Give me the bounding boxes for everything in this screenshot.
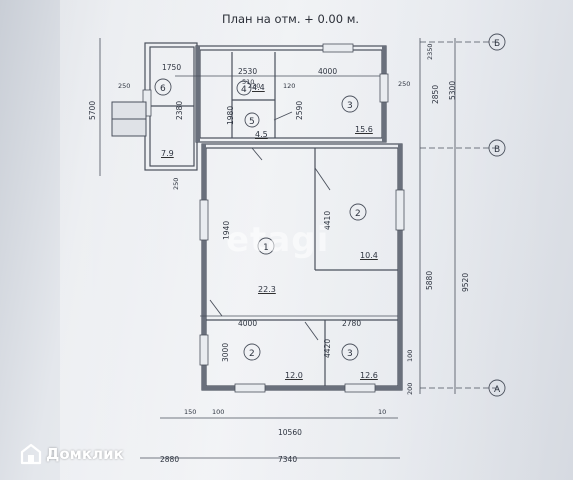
dimension-label: 250 [398,80,410,88]
dimension-label: 2350 [426,43,434,60]
dimension-label: 120 [283,82,295,90]
room-area: 22.3 [258,285,276,294]
room-area: 10.4 [360,251,378,260]
axis-label: В [494,145,500,155]
room-number: 1 [263,243,269,253]
room-number: 2 [249,349,255,359]
dimension-label: 2380 [175,101,184,120]
dimension-label: 10 [378,408,386,416]
dimension-label: 5700 [88,101,97,120]
dimension-label: 100 [406,350,414,362]
dimension-label: 7340 [278,455,297,464]
dimension-label: 2530 [238,67,257,76]
doors [209,111,331,341]
dimension-label: 2590 [295,101,304,120]
dimension-label: 4410 [323,211,332,230]
windows [142,43,405,393]
axis-label: Б [494,39,500,49]
plan-title: План на отм. + 0.00 м. [222,12,360,26]
dimension-label: 5880 [425,271,434,290]
room-markers [154,78,367,361]
room-area: 15.6 [355,125,373,134]
room-number: 5 [249,117,255,127]
room-number: 2 [355,209,361,219]
room-number: 3 [347,349,353,359]
domclick-brand[interactable]: Домклик [20,441,124,467]
dimension-label: 250 [118,82,130,90]
wall-fills [196,46,402,390]
axis-marker-v [488,139,506,157]
axis-label: А [494,385,501,395]
room-areas: 22.3 10.4 12.0 12.6 15.6 4.4 4.5 7.9 [161,83,378,380]
axis-marker-a [488,379,506,397]
room-number: 3 [347,101,353,111]
dimension-label: 4000 [238,319,257,328]
dimension-label: 100 [212,408,224,416]
dimension-label: 230 [248,82,260,90]
dimension-label: 4420 [323,339,332,358]
dimension-label: 1750 [162,63,181,72]
dimension-texts: 1750 2530 4000 230 510 120 250 250 250 2… [88,43,470,464]
dimension-label: 200 [406,383,414,395]
dimension-label: 2880 [160,455,179,464]
room-area: 7.9 [161,149,174,158]
dimension-label: 2850 [431,85,440,104]
dimension-label: 250 [172,178,180,190]
dimension-label: 150 [184,408,196,416]
room-numbers: 1 2 2 3 3 4 5 6 [160,84,361,359]
brand-name: Домклик [46,445,124,463]
room-number: 6 [160,84,166,94]
dimension-label: 3000 [221,343,230,362]
dimension-label: 1940 [222,221,231,240]
room-area: 12.0 [285,371,303,380]
dimension-lines [99,38,500,459]
dimension-label: 4000 [318,67,337,76]
house-logo-icon [20,443,42,465]
watermark: etagi [226,220,330,260]
dimension-label: 510 [242,78,254,86]
porch [111,101,147,137]
axis-markers: Б В А [488,33,506,397]
dimension-label: 5300 [448,81,457,100]
room-area: 12.6 [360,371,378,380]
dimension-label: 9520 [461,273,470,292]
room-number: 4 [241,85,247,95]
axis-marker-b [488,33,506,51]
dimension-label: 1980 [226,106,235,125]
dimension-label: 2780 [342,319,361,328]
walls [144,42,403,391]
room-area: 4.5 [255,130,268,139]
room-area: 4.4 [252,83,265,92]
dimension-label: 10560 [278,428,302,437]
